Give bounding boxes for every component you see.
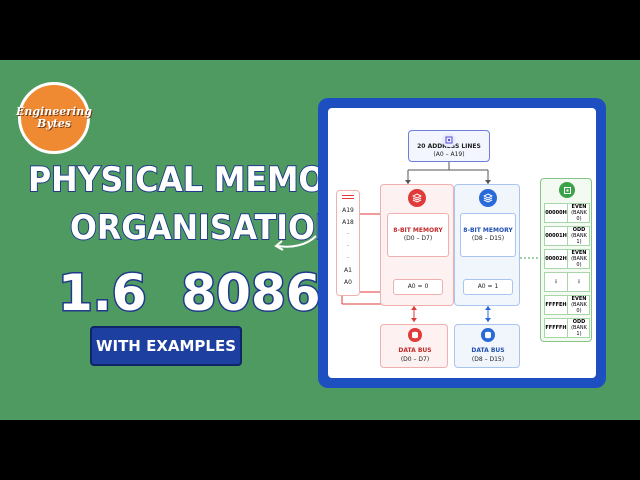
- address-map-type: EVEN: [571, 204, 587, 210]
- address-map-addr: FFFFEH: [545, 302, 567, 308]
- address-map-type: ⋮: [576, 279, 582, 285]
- even-bank: 8-BIT MEMORY (D0 – D7) A0 = 0: [380, 184, 454, 306]
- address-map-bank-label: (BANK 0): [571, 210, 587, 222]
- address-map-bank: ODD(BANK 1): [567, 227, 590, 245]
- address-map-addr: FFFFFH: [545, 325, 567, 331]
- thumbnail: Engineering Bytes PHYSICAL MEMORY ORGANI…: [0, 60, 640, 420]
- address-pin: ·: [347, 255, 349, 262]
- address-map-addr: 00002H: [545, 256, 567, 262]
- address-lines-box: 20 ADDRESS LINES (A0 – A19): [408, 130, 490, 162]
- address-map-bank: EVEN(BANK 0): [567, 250, 590, 268]
- odd-memory-range: (D8 – D15): [471, 235, 505, 242]
- address-map-type: ODD: [572, 227, 586, 233]
- data-bus-low-label: DATA BUS: [398, 347, 432, 354]
- address-map-addr: 00001H: [545, 233, 567, 239]
- address-map-bank-label: (BANK 0): [571, 302, 587, 314]
- top-letterbox: [0, 0, 640, 60]
- address-map-addr: ⋮: [553, 279, 559, 285]
- address-map-addr: 00000H: [545, 210, 567, 216]
- address-map-bank-label: (BANK 1): [571, 325, 587, 337]
- address-map-bank: ⋮: [567, 273, 590, 291]
- database-icon-low: [408, 328, 422, 342]
- even-memory-label: 8-BIT MEMORY: [393, 227, 443, 234]
- chip-icon: [442, 133, 456, 147]
- chip-icon-map: [559, 182, 575, 198]
- title-line2: ORGANISATION: [69, 207, 342, 249]
- badge-label: WITH EXAMPLES: [95, 337, 237, 355]
- address-map-bank-label: (BANK 1): [571, 233, 587, 245]
- address-pin: A1: [344, 267, 352, 274]
- address-pin: A0: [344, 279, 352, 286]
- address-lines-range: (A0 – A19): [433, 151, 465, 158]
- data-bus-low-range: (D0 – D7): [400, 356, 430, 363]
- address-pin: ·: [347, 243, 349, 250]
- address-pin: A19: [342, 207, 354, 214]
- logo-line1: Engineering: [16, 105, 92, 118]
- even-memory-block: 8-BIT MEMORY (D0 – D7): [387, 213, 449, 257]
- address-map-type: EVEN: [571, 296, 587, 302]
- address-map-type: EVEN: [571, 250, 587, 256]
- address-map-bank: EVEN(BANK 0): [567, 204, 590, 222]
- logo-line2: Bytes: [37, 117, 71, 130]
- odd-memory-block: 8-BIT MEMORY (D8 – D15): [460, 213, 516, 257]
- even-select-block: A0 = 0: [393, 279, 443, 295]
- pointer-arrow-icon: [274, 235, 317, 251]
- stack-icon-even: [408, 189, 426, 207]
- address-map-bank: ODD(BANK 1): [567, 319, 590, 337]
- address-pin: ·: [347, 231, 349, 238]
- odd-select-block: A0 = 1: [463, 279, 513, 295]
- title-line3: 1.6 8086: [57, 263, 323, 324]
- data-bus-high-range: (D8 – D15): [471, 356, 505, 363]
- stack-icon-odd: [479, 189, 497, 207]
- odd-bank: 8-BIT MEMORY (D8 – D15) A0 = 1: [454, 184, 520, 306]
- data-bus-high-label: DATA BUS: [471, 347, 505, 354]
- address-map-bank-label: (BANK 0): [571, 256, 587, 268]
- odd-memory-label: 8-BIT MEMORY: [463, 227, 513, 234]
- data-bus-high: DATA BUS (D8 – D15): [454, 324, 520, 368]
- address-map-row: ⋮⋮: [544, 272, 590, 292]
- title-line1: PHYSICAL MEMORY: [27, 159, 372, 201]
- with-examples-badge: WITH EXAMPLES: [90, 326, 242, 366]
- address-pin: A18: [342, 219, 354, 226]
- address-map-bank: EVEN(BANK 0): [567, 296, 590, 314]
- even-select-label: A0 = 0: [407, 283, 429, 290]
- engineering-bytes-logo: Engineering Bytes: [16, 82, 92, 154]
- database-icon-high: [481, 328, 495, 342]
- address-map-type: ODD: [572, 319, 586, 325]
- data-bus-low: DATA BUS (D0 – D7): [380, 324, 448, 368]
- even-memory-range: (D0 – D7): [403, 235, 433, 242]
- bottom-letterbox: [0, 420, 640, 480]
- odd-select-label: A0 = 1: [477, 283, 499, 290]
